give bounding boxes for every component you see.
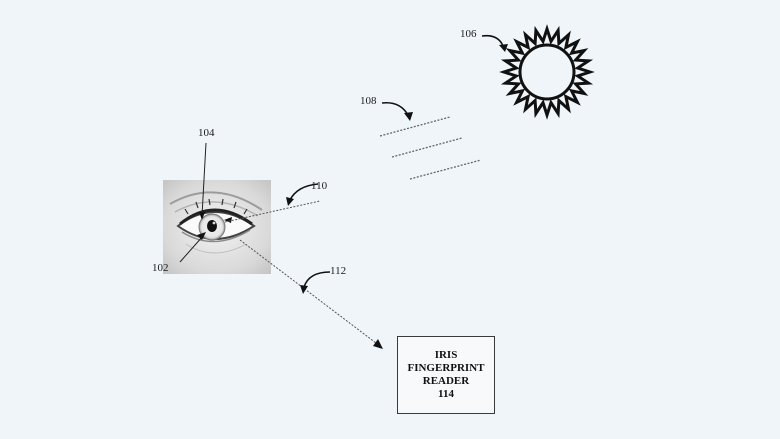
label-112: 112: [330, 265, 347, 277]
label-110: 110: [311, 180, 328, 192]
eye-image: [163, 180, 271, 274]
iris-fingerprint-reader-box: IRIS FINGERPRINT READER 114: [397, 336, 495, 414]
reader-line-3: READER: [422, 375, 470, 387]
reader-line-2: FINGERPRINT: [407, 362, 485, 374]
label-108: 108: [360, 95, 377, 107]
label-106: 106: [460, 28, 477, 40]
reader-line-4: 114: [438, 388, 454, 400]
label-102: 102: [152, 262, 169, 274]
reader-line-1: IRIS: [434, 349, 458, 361]
sun-icon: [499, 24, 595, 120]
label-104: 104: [198, 127, 215, 139]
